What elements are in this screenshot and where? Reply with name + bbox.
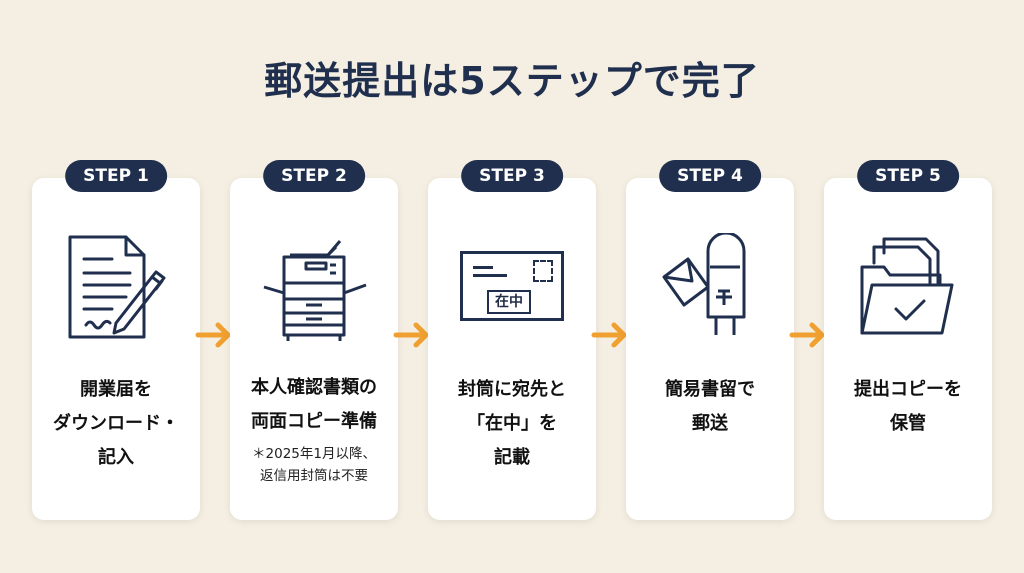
step-badge: STEP 3 xyxy=(461,160,563,192)
label-line: ダウンロード・ xyxy=(53,413,179,434)
step-label: 開業届を ダウンロード・ 記入 xyxy=(36,373,196,475)
document-with-pen-icon xyxy=(68,235,166,339)
step-4-card: STEP 4 簡易書留で 郵送 xyxy=(626,160,794,520)
label-line: 「在中」を xyxy=(467,413,557,434)
label-line: 郵送 xyxy=(692,413,728,434)
address-line xyxy=(473,266,493,269)
label-line: 簡易書留で xyxy=(665,379,755,400)
arrow-right-icon xyxy=(591,322,627,348)
label-line: 本人確認書類の xyxy=(251,377,377,398)
step-badge: STEP 5 xyxy=(857,160,959,192)
copier-icon xyxy=(263,240,367,341)
step-1-card: STEP 1 開業届を ダウンロード・ 記入 xyxy=(32,160,200,520)
step-badge: STEP 1 xyxy=(65,160,167,192)
step-badge: STEP 4 xyxy=(659,160,761,192)
step-label: 本人確認書類の 両面コピー準備 xyxy=(234,371,394,439)
label-line: 提出コピーを xyxy=(854,379,962,400)
step-badge: STEP 2 xyxy=(263,160,365,192)
note-line: ＊2025年1月以降、 xyxy=(252,446,376,462)
note-line: 返信用封筒は不要 xyxy=(260,468,368,484)
step-3-card: STEP 3 在中 封筒に宛先と 「在中」を 記載 xyxy=(428,160,596,520)
zaichu-mark: 在中 xyxy=(487,290,531,314)
envelope-icon: 在中 xyxy=(460,251,564,321)
step-label: 封筒に宛先と 「在中」を 記載 xyxy=(432,373,592,475)
label-line: 封筒に宛先と xyxy=(458,379,566,400)
stamp-icon xyxy=(533,260,553,282)
label-line: 開業届を xyxy=(80,379,152,400)
label-line: 保管 xyxy=(890,413,926,434)
step-note: ＊2025年1月以降、 返信用封筒は不要 xyxy=(234,443,394,487)
label-line: 両面コピー準備 xyxy=(251,411,377,432)
address-line xyxy=(473,274,507,277)
arrow-right-icon xyxy=(789,322,825,348)
label-line: 記入 xyxy=(98,447,134,468)
arrow-right-icon xyxy=(195,322,231,348)
step-2-card: STEP 2 本人確認書類の 両面コピー準備 ＊2025年1月以降、 返信用封筒… xyxy=(230,160,398,520)
step-label: 提出コピーを 保管 xyxy=(828,373,988,441)
step-label: 簡易書留で 郵送 xyxy=(630,373,790,441)
step-5-card: STEP 5 提出コピーを 保管 xyxy=(824,160,992,520)
page-title: 郵送提出は5ステップで完了 xyxy=(264,59,760,103)
mailbox-icon xyxy=(662,233,746,335)
folder-check-icon xyxy=(860,237,954,335)
label-line: 記載 xyxy=(494,447,530,468)
arrow-right-icon xyxy=(393,322,429,348)
